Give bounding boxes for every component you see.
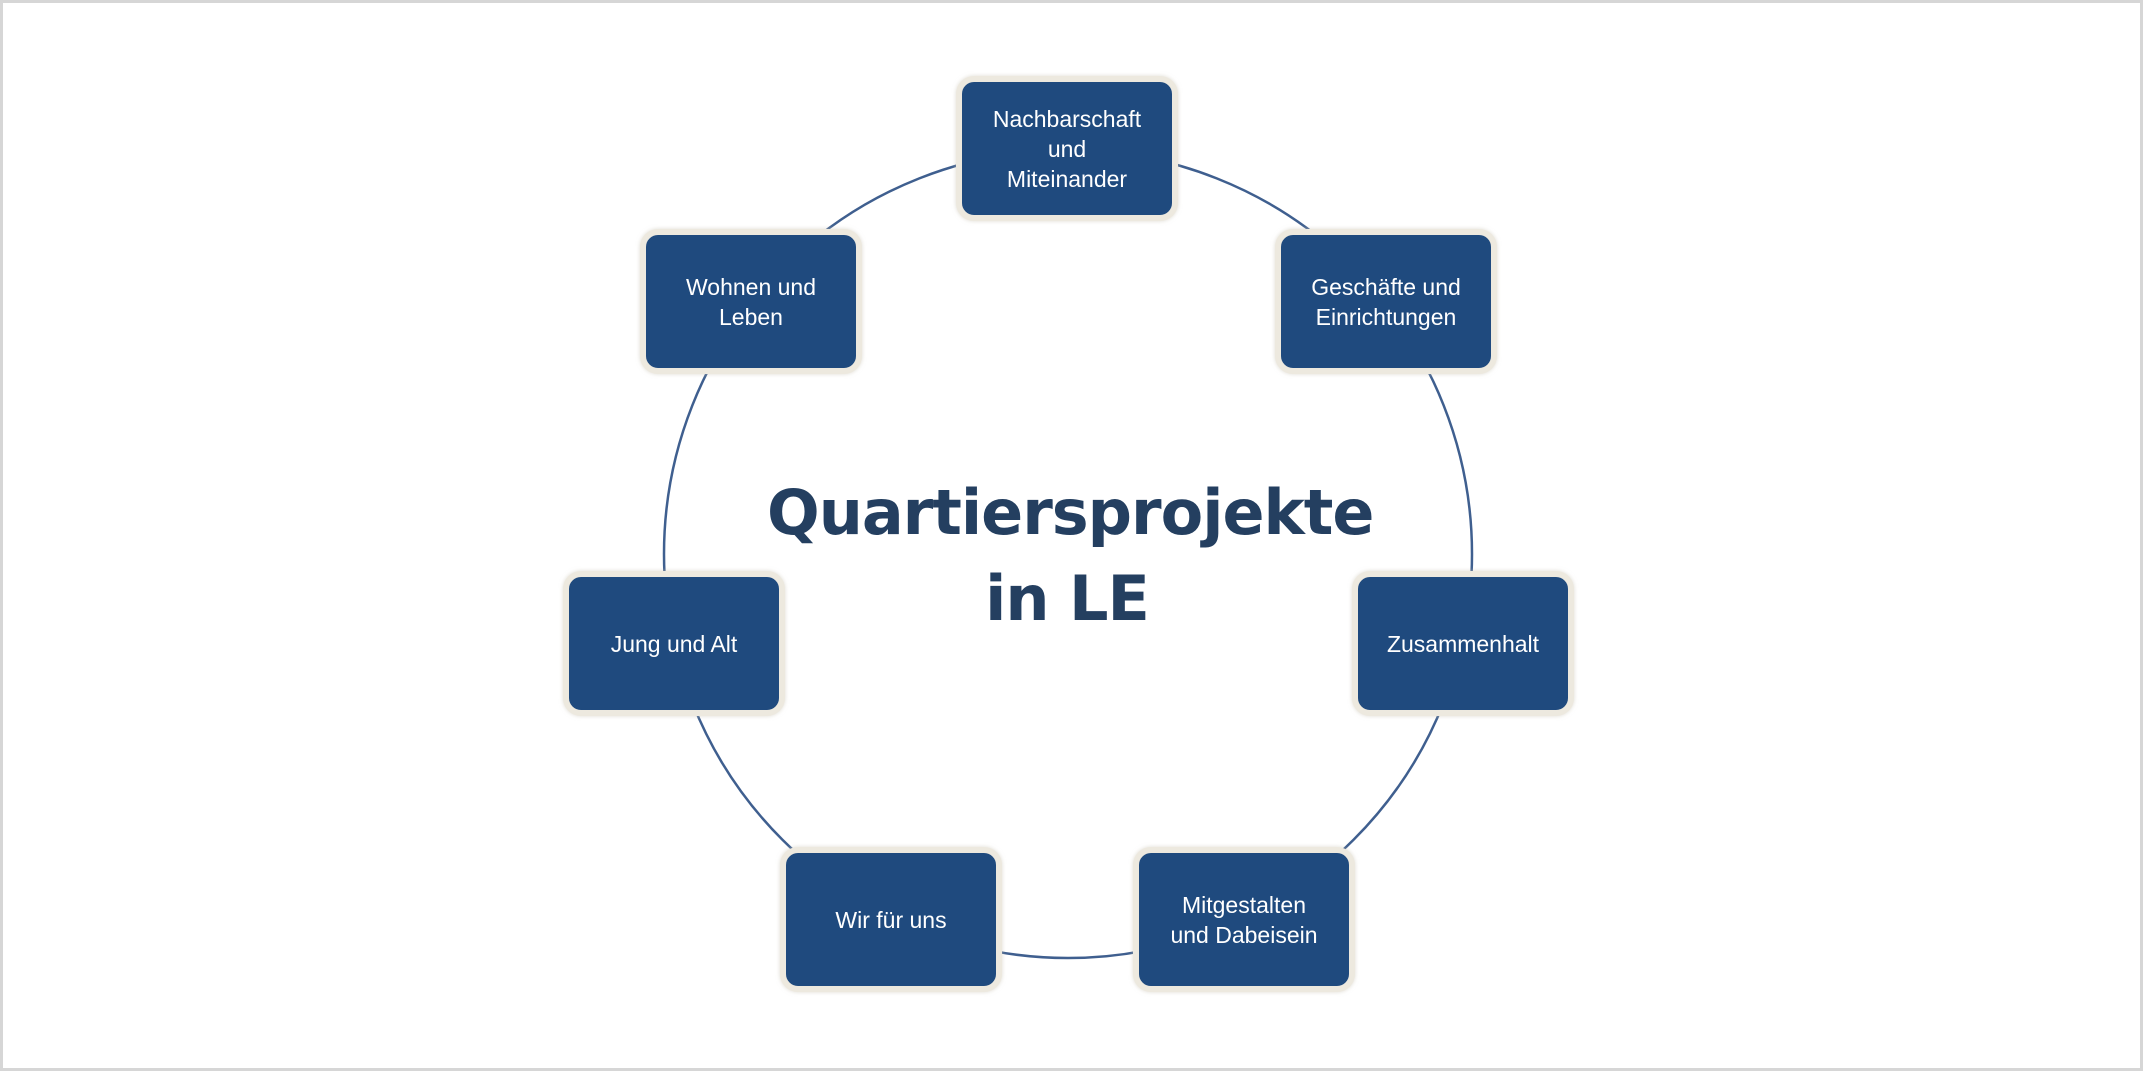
- node-wohnen-und-leben: Wohnen und Leben: [640, 229, 862, 374]
- node-geschaefte-und-einrichtungen: Geschäfte und Einrichtungen: [1275, 229, 1497, 374]
- node-mitgestalten-und-dabeisein: Mitgestalten und Dabeisein: [1133, 847, 1355, 992]
- node-nachbarschaft-und-miteinander: Nachbarschaft und Miteinander: [956, 76, 1178, 221]
- node-label: Wir für uns: [835, 906, 947, 933]
- node-jung-und-alt: Jung und Alt: [563, 571, 785, 716]
- node-label: Geschäfte und Einrichtungen: [1311, 273, 1461, 330]
- node-label: Zusammenhalt: [1386, 630, 1540, 657]
- node-zusammenhalt: Zusammenhalt: [1352, 571, 1574, 716]
- diagram-title: Quartiersprojekte in LE: [767, 476, 1374, 635]
- node-label: Jung und Alt: [610, 630, 738, 657]
- node-wir-fuer-uns: Wir für uns: [780, 847, 1002, 992]
- node-label: Nachbarschaft und Miteinander: [992, 105, 1142, 192]
- node-label: Wohnen und Leben: [685, 273, 816, 330]
- node-label: Mitgestalten und Dabeisein: [1170, 891, 1318, 948]
